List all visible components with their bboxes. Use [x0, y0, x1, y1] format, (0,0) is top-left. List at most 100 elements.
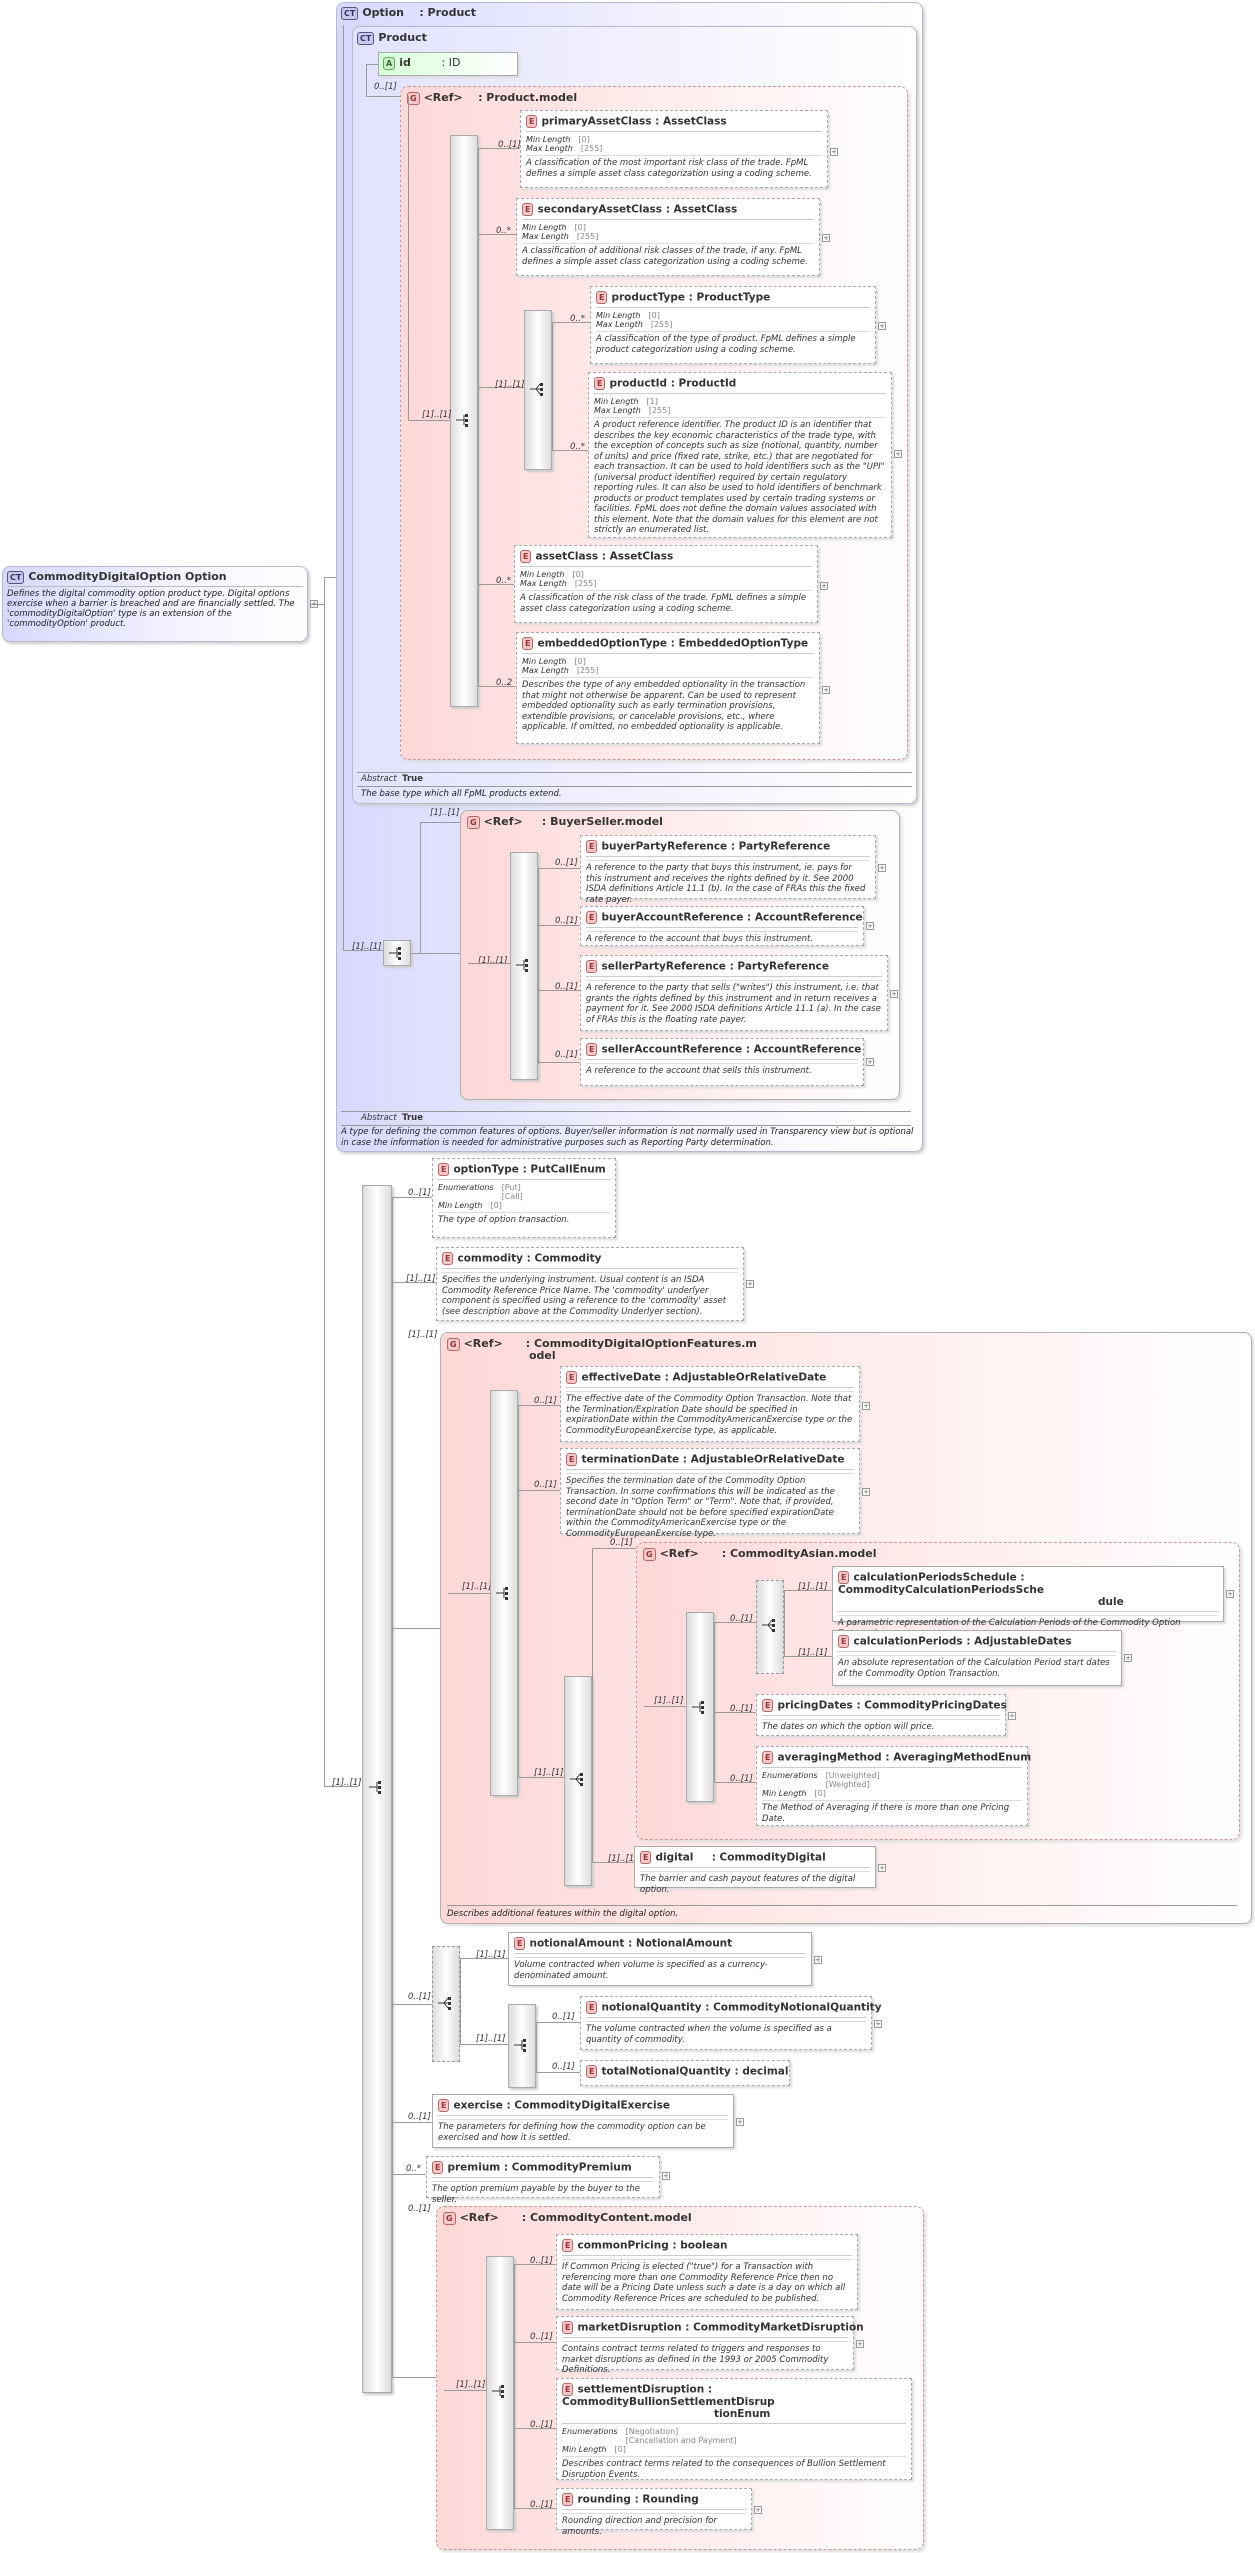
expand-icon[interactable]: +: [878, 1864, 886, 1872]
element-description: A classification of additional risk clas…: [522, 243, 814, 267]
notional-choice[interactable]: [432, 1946, 460, 2062]
facet-value: [0]: [614, 2445, 626, 2454]
element-name: notionalAmount: [529, 1937, 625, 1950]
cardinality: [1]..[1]: [332, 1778, 362, 1788]
element-name: sellerAccountReference: [601, 1043, 743, 1056]
element-icon: E: [438, 1163, 450, 1176]
expand-icon[interactable]: +: [830, 148, 838, 156]
cardinality: 0..*: [496, 226, 512, 236]
cardinality: 0..[1]: [530, 2500, 553, 2510]
cardinality: 0..[1]: [374, 82, 397, 92]
expand-icon[interactable]: +: [862, 1402, 870, 1410]
expand-icon[interactable]: +: [866, 1058, 874, 1066]
facet-label: Min Length: [520, 570, 565, 579]
expand-icon[interactable]: +: [866, 922, 874, 930]
element-icon: E: [522, 637, 534, 650]
element-type: : Commodity: [526, 1252, 602, 1265]
expand-icon[interactable]: +: [878, 864, 886, 872]
option-name: Option: [362, 6, 404, 19]
abstract-value: True: [402, 1113, 423, 1123]
expand-icon[interactable]: +: [878, 322, 886, 330]
product-choice[interactable]: [524, 310, 552, 470]
content-sequence[interactable]: [486, 2256, 514, 2530]
cardinality: [1]..[1]: [352, 942, 382, 952]
element-icon: E: [838, 1571, 850, 1584]
group-icon: G: [443, 2211, 456, 2225]
element-name: effectiveDate: [581, 1371, 661, 1384]
cardinality: [1]..[1]: [798, 1648, 828, 1658]
expand-icon[interactable]: +: [754, 2506, 762, 2514]
cardinality: 0..[1]: [730, 1704, 753, 1714]
group-ref: <Ref>: [659, 1547, 699, 1560]
element-type: : ProductId: [670, 377, 737, 390]
facet-label: Max Length: [522, 666, 569, 675]
element-description: The volume contracted when the volume is…: [586, 2021, 866, 2045]
element-name: marketDisruption: [577, 2321, 682, 2334]
cardinality: [1]..[1]: [408, 1330, 438, 1340]
expand-icon[interactable]: +: [1008, 1712, 1016, 1720]
facet-label: Min Length: [522, 657, 567, 666]
expand-icon[interactable]: +: [1124, 1654, 1132, 1662]
element-name: settlementDisruption: [577, 2383, 705, 2396]
expand-icon[interactable]: +: [856, 2340, 864, 2348]
expand-icon[interactable]: +: [890, 990, 898, 998]
expand-icon[interactable]: +: [736, 2118, 744, 2126]
expand-icon[interactable]: +: [822, 686, 830, 694]
element-name: optionType: [453, 1163, 519, 1176]
expand-icon[interactable]: +: [662, 2172, 670, 2180]
cardinality: [1]..[1]: [430, 808, 460, 818]
element-name: secondaryAssetClass: [537, 203, 663, 216]
root-type: Option: [185, 570, 227, 583]
facet-value: [255]: [576, 232, 599, 241]
complex-type-icon: CT: [7, 570, 25, 584]
element-type: : AccountReference: [747, 911, 863, 924]
element-description: If Common Pricing is elected ("true") fo…: [562, 2259, 852, 2304]
element-description: A reference to the party that buys this …: [586, 860, 870, 905]
expand-icon[interactable]: +: [1226, 1590, 1234, 1598]
element-name: terminationDate: [581, 1453, 680, 1466]
element-description: The dates on which the option will price…: [762, 1719, 1000, 1733]
expand-icon[interactable]: +: [820, 582, 828, 590]
expand-icon[interactable]: +: [822, 234, 830, 242]
expand-icon[interactable]: +: [862, 1488, 870, 1496]
group-name-continued: odel: [529, 1349, 556, 1362]
element-icon: E: [514, 1937, 526, 1950]
group-ref: <Ref>: [459, 2211, 499, 2224]
element-name: productType: [611, 291, 686, 304]
expand-icon[interactable]: +: [746, 1280, 754, 1288]
expand-icon[interactable]: +: [814, 1956, 822, 1964]
expand-icon[interactable]: +: [894, 450, 902, 458]
expand-icon[interactable]: +: [874, 2020, 882, 2028]
product-sequence[interactable]: [450, 135, 478, 707]
